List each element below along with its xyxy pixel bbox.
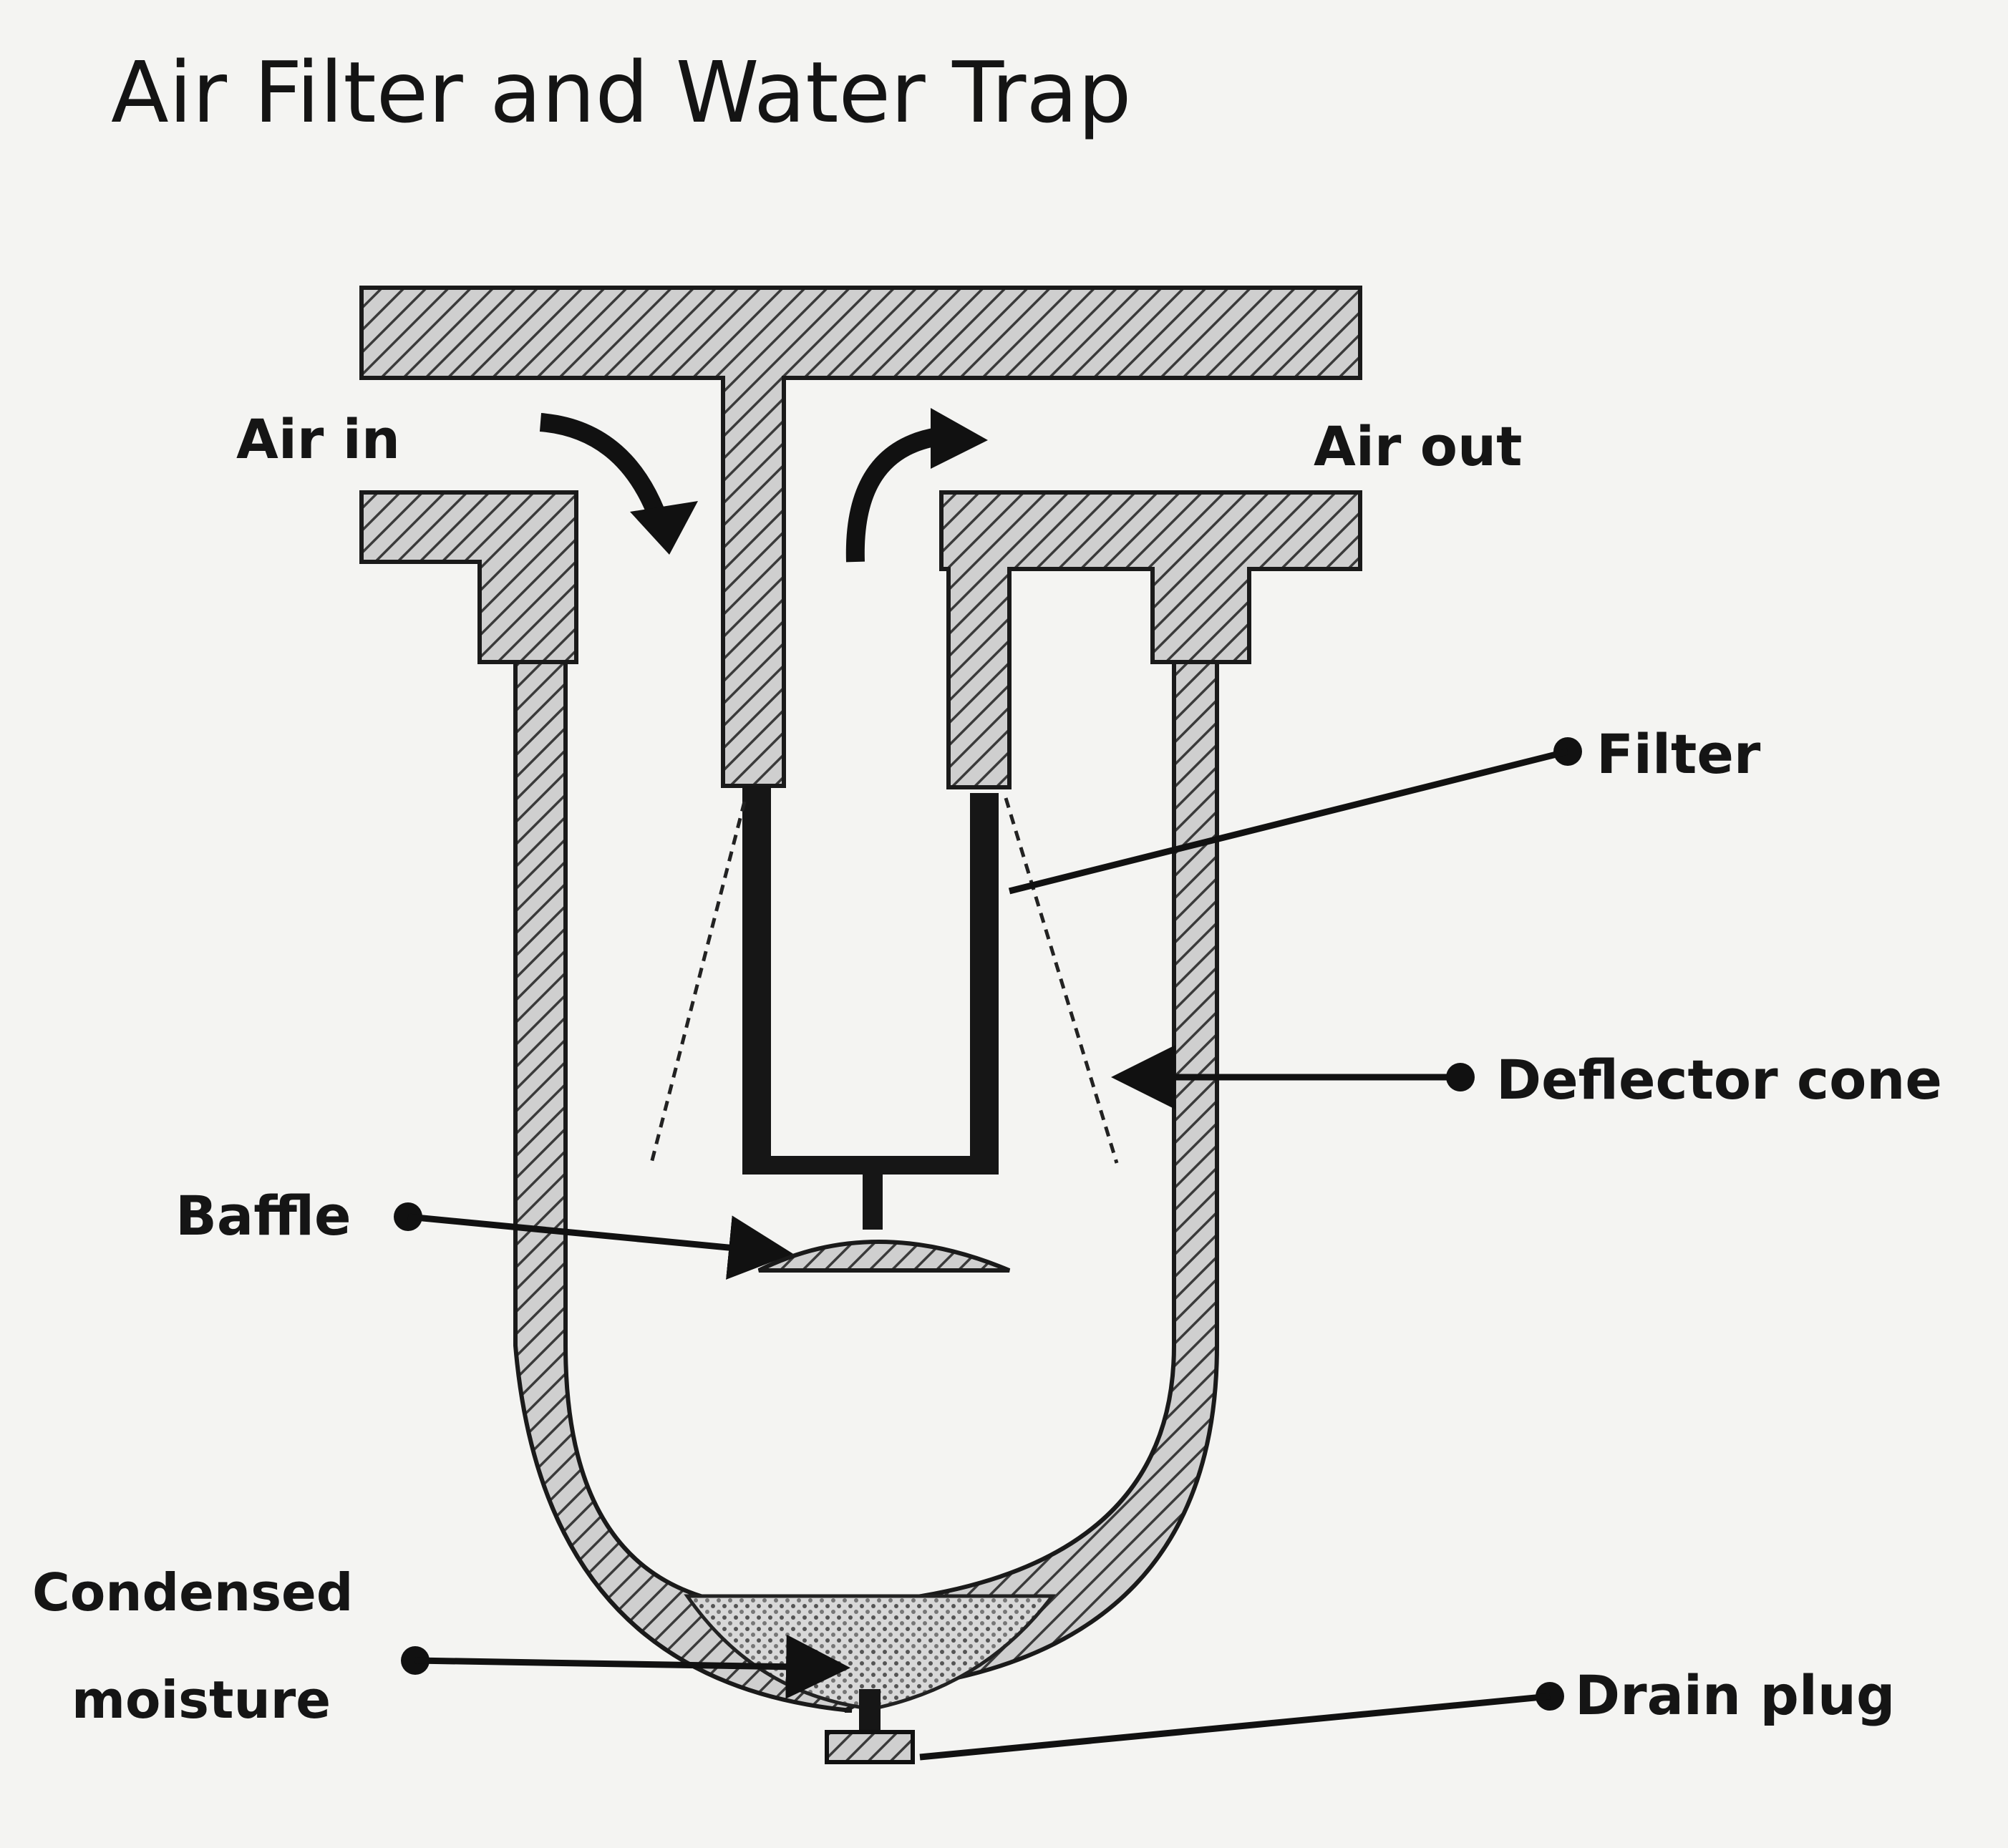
- baffle-stem: [863, 1174, 883, 1230]
- label-drain-plug: Drain plug: [1575, 1663, 1895, 1727]
- baffle-leader-line: [407, 1213, 793, 1280]
- top-cap: [359, 286, 1362, 788]
- baffle-plate: [757, 1240, 1011, 1273]
- filter-leader-line: [1008, 748, 1569, 895]
- label-condensed-moisture-line2: moisture: [72, 1670, 331, 1730]
- filter-wall-right: [970, 793, 999, 1174]
- filter-base: [742, 1156, 999, 1175]
- bowl-wall: [513, 660, 1219, 1713]
- deflector-cone-left: [649, 801, 747, 1164]
- air-out-arrowhead: [931, 408, 988, 469]
- diagram-title: Air Filter and Water Trap: [111, 43, 1132, 142]
- condensed-moisture-leader-line: [414, 1634, 850, 1699]
- label-condensed-moisture-line1: Condensed: [32, 1562, 353, 1623]
- drain-plug: [825, 1730, 915, 1764]
- air-in-arrowhead: [630, 501, 698, 555]
- label-deflector-cone: Deflector cone: [1496, 1048, 1942, 1112]
- label-air-out: Air out: [1314, 414, 1522, 478]
- deflector-cone-right: [1004, 797, 1119, 1164]
- label-filter: Filter: [1596, 722, 1761, 786]
- drain-plug-stem: [859, 1689, 881, 1732]
- drain-plug-leader-line: [919, 1693, 1551, 1761]
- filter-wall-left: [742, 786, 771, 1174]
- air-in-flow-arrow: [539, 413, 671, 532]
- air-out-flow-arrow: [845, 427, 940, 563]
- outlet-body-right: [939, 490, 1362, 789]
- inlet-body-left: [359, 490, 578, 664]
- label-baffle: Baffle: [175, 1184, 351, 1248]
- label-air-in: Air in: [236, 407, 400, 471]
